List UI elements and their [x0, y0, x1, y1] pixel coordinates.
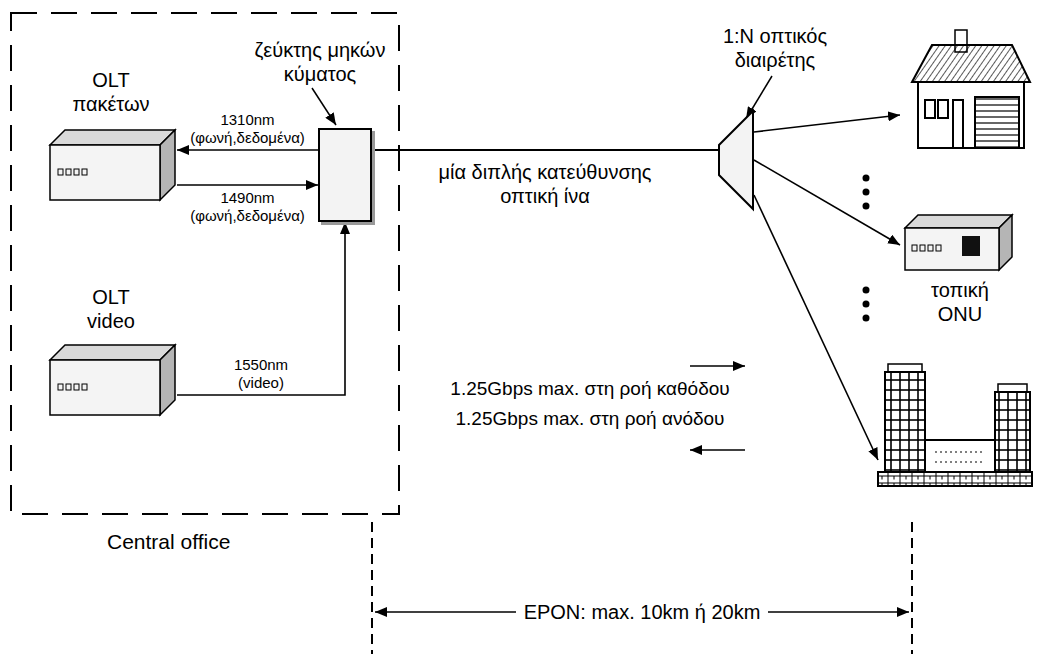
olt-packet: OLT πακέτων [45, 68, 177, 203]
fiber-connector [177, 222, 345, 395]
device-front [50, 360, 160, 415]
device-side [160, 130, 175, 200]
ellipsis-dot [863, 203, 870, 210]
device-side [160, 345, 175, 415]
ellipsis-dot [863, 175, 870, 182]
device-front [905, 228, 999, 270]
ellipsis-dot [863, 189, 870, 196]
device-top [50, 130, 175, 145]
fiber-connector [177, 149, 318, 151]
device-led [66, 384, 71, 390]
leader-arrow [312, 88, 336, 125]
low-building [925, 440, 995, 472]
tower [995, 392, 1030, 472]
device-led [58, 384, 63, 390]
house-window [938, 100, 948, 118]
olt-video: OLT video [45, 285, 177, 420]
brick-wall [878, 472, 1032, 486]
fiber-connector [372, 149, 718, 151]
device-led [74, 384, 79, 390]
device-led [928, 245, 933, 251]
buildings-icon [878, 364, 1032, 486]
device-label: OLT video [69, 285, 154, 333]
device-top [50, 345, 175, 360]
ellipsis-dot [863, 315, 870, 322]
device-led [912, 245, 917, 251]
wavelength-label: 1490nm (φωνή,δεδομένα) [179, 189, 317, 225]
house-icon [912, 30, 1030, 148]
dimension-tick [911, 522, 913, 654]
device-led [82, 169, 87, 175]
device-led [66, 169, 71, 175]
rate-note: 1.25Gbps max. στη ροή καθόδου [450, 378, 729, 401]
optical-splitter: 1:N οπτικός διαιρέτης [718, 110, 754, 210]
region-title: Central office [107, 529, 230, 554]
device-led [74, 169, 79, 175]
coupler-label: ζεύκτης μηκών κύματος [245, 38, 395, 86]
wavelength-label: 1310nm (φωνή,δεδομένα) [179, 111, 317, 147]
house-node [900, 28, 1032, 155]
wavelength-coupler: ζεύκτης μηκών κύματος [318, 128, 372, 222]
device-led [58, 169, 63, 175]
olt-video-device [50, 345, 175, 415]
region-outline [10, 12, 400, 515]
device-led [82, 384, 87, 390]
house-wall [918, 82, 1024, 148]
device-led [936, 245, 941, 251]
splitter-shape [718, 110, 754, 210]
direction-arrow [690, 365, 745, 367]
tower [885, 372, 925, 472]
fiber-connector [754, 195, 878, 460]
distance-label: EPON: max. 10km ή 20km [516, 600, 769, 624]
onu-device [905, 215, 1012, 270]
leader-arrow [746, 76, 772, 119]
dashed-border [11, 13, 399, 514]
device-led [920, 245, 925, 251]
tower-cap [998, 384, 1027, 392]
central-office-region: Central officeζεύκτης μηκών κύματοςOLT π… [10, 12, 400, 515]
olt-packet-device [50, 130, 175, 200]
onu-node: τοπική ONU [900, 212, 1020, 337]
splitter-label: 1:N οπτικός διαιρέτης [705, 24, 845, 72]
buildings-node [878, 360, 1034, 488]
device-port [962, 236, 980, 256]
tower-cap [888, 364, 922, 372]
device-side [999, 215, 1012, 270]
device-front [50, 145, 160, 200]
device-top [905, 215, 1012, 228]
garage-door [975, 97, 1019, 148]
direction-arrow [690, 449, 745, 451]
splitter-outline [719, 111, 753, 209]
rate-note: 1.25Gbps max. στη ροή ανόδου [455, 408, 724, 431]
fiber-connector [754, 160, 900, 245]
device-label: τοπική ONU [915, 278, 1005, 326]
ellipsis-dot [863, 301, 870, 308]
wavelength-label: 1550nm (video) [216, 356, 306, 392]
ellipsis-dot [863, 287, 870, 294]
house-door [953, 100, 963, 148]
house-window [925, 100, 935, 118]
low-building-windows [935, 452, 985, 453]
dimension-tick [371, 522, 373, 654]
fiber-label: μία διπλής κατεύθυνσης οπτική ίνα [415, 160, 675, 208]
low-building-windows [935, 462, 985, 463]
fiber-connector [177, 184, 318, 186]
device-label: OLT πακέτων [69, 68, 154, 116]
roof [912, 45, 1030, 82]
fiber-connector [754, 115, 900, 132]
